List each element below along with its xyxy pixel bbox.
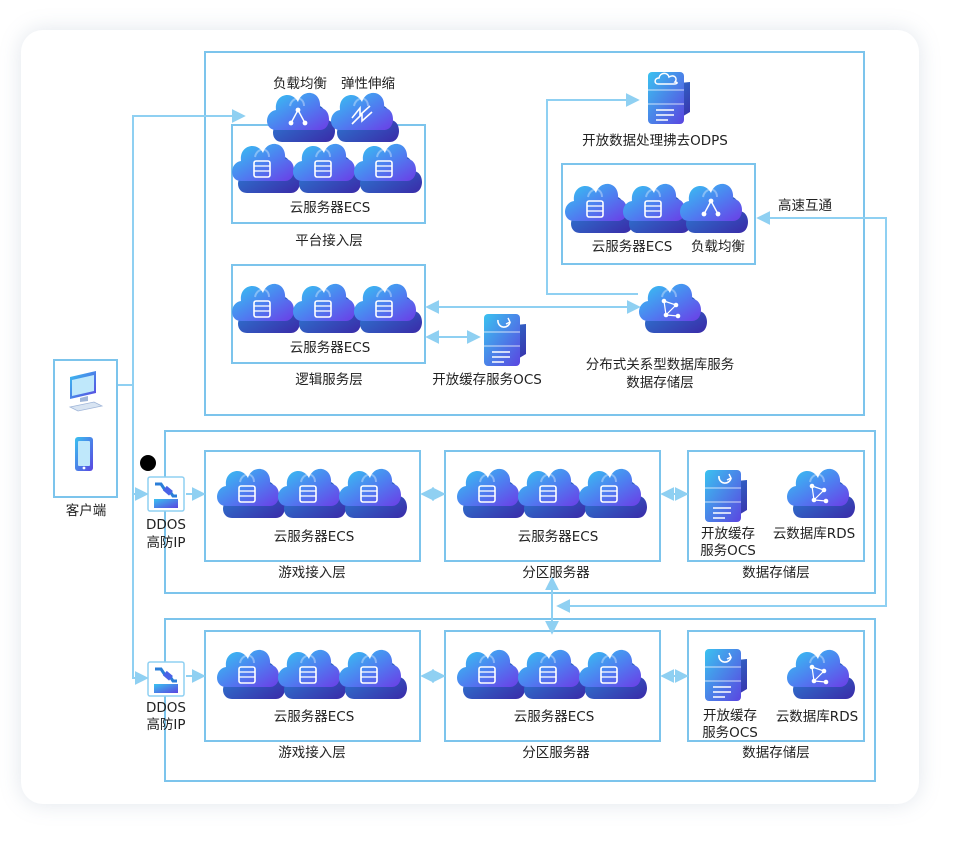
r1-ocs-line1: 开放缓存 — [701, 526, 755, 542]
ecs-cloud-icon — [457, 650, 525, 699]
ecs-cloud-icon — [217, 469, 285, 518]
ddos-shield-icon-1 — [146, 475, 186, 513]
ecs-cloud-icon — [232, 144, 300, 193]
r2-game-ecs-label: 云服务器ECS — [274, 709, 355, 725]
ecs-cloud-icon — [278, 469, 346, 518]
drds-label-line1: 分布式关系型数据库服务 — [586, 357, 735, 373]
r2-rds-label: 云数据库RDS — [776, 709, 858, 725]
rds-cloud-icon — [787, 469, 855, 518]
top-outer-box — [204, 51, 865, 416]
ecs-cloud-icon — [518, 469, 586, 518]
r2-ocs-line1: 开放缓存 — [703, 708, 757, 724]
ecs-cloud-icon — [339, 469, 407, 518]
load-balancer-cloud-icon — [680, 184, 748, 233]
region1-outer-box — [164, 430, 876, 594]
ddos2-line1: DDOS — [146, 700, 186, 716]
client-to-platform-line — [118, 109, 246, 386]
ecs-cloud-icon — [565, 184, 633, 233]
region2-storage-box — [687, 630, 865, 742]
ddos1-line2: 高防IP — [146, 534, 185, 551]
logic-ecs-box — [231, 264, 426, 364]
ecs-cloud-icon — [217, 650, 285, 699]
r2-game-layer-label: 游戏接入层 — [278, 744, 346, 761]
ecs-cloud-icon — [293, 284, 361, 333]
r2-storage-layer-label: 数据存储层 — [742, 745, 810, 761]
ocs-server-icon — [705, 470, 747, 522]
r2-zone-layer-label: 分区服务器 — [522, 745, 590, 761]
r1-game-ecs-label: 云服务器ECS — [274, 529, 355, 545]
ecs-cloud-icon — [518, 650, 586, 699]
r1-zone-layer-label: 分区服务器 — [522, 565, 590, 581]
rds-cloud-icon — [787, 650, 855, 699]
ocs-server-icon — [705, 649, 747, 701]
high-speed-line — [556, 211, 887, 613]
drds-cloud-icon — [639, 284, 707, 333]
r2-zone-ecs-label: 云服务器ECS — [514, 709, 595, 725]
r1-game-layer-label: 游戏接入层 — [278, 564, 346, 581]
platform-ecs-label: 云服务器ECS — [290, 200, 371, 216]
r2-ocs-line2: 服务OCS — [702, 725, 758, 741]
ocs-server-icon — [484, 314, 526, 366]
ecs-cloud-icon — [232, 284, 300, 333]
drds-label-line2: 数据存储层 — [626, 375, 694, 391]
odps-group-lb-label: 负载均衡 — [691, 239, 745, 255]
ddos2-line2: 高防IP — [146, 716, 185, 733]
region2-game-box — [204, 630, 421, 742]
ecs-cloud-icon — [354, 144, 422, 193]
ecs-cloud-icon — [354, 284, 422, 333]
junction-dot — [140, 455, 156, 471]
odps-server-icon — [648, 72, 690, 124]
odps-label: 开放数据处理拂去ODPS — [582, 133, 728, 149]
high-speed-label: 高速互通 — [778, 197, 832, 214]
ecs-cloud-icon — [579, 650, 647, 699]
ddos-shield-icon-2 — [146, 660, 186, 698]
auto-scaling-cloud-icon — [331, 93, 399, 142]
platform-layer-label: 平台接入层 — [295, 232, 363, 249]
load-balancer-cloud-icon — [267, 93, 335, 142]
ecs-cloud-icon — [339, 650, 407, 699]
client-box — [53, 359, 118, 498]
region1-game-box — [204, 450, 421, 562]
region2-outer-box — [164, 618, 876, 782]
monitor-icon — [68, 371, 104, 412]
ecs-cloud-icon — [579, 469, 647, 518]
ecs-cloud-icon — [278, 650, 346, 699]
ecs-cloud-icon — [293, 144, 361, 193]
client-trunk-line — [132, 385, 149, 685]
ecs-cloud-icon — [457, 469, 525, 518]
r1-zone-ecs-label: 云服务器ECS — [518, 529, 599, 545]
client-label: 客户端 — [66, 502, 107, 519]
r1-ocs-line2: 服务OCS — [700, 543, 756, 559]
ocs-top-label: 开放缓存服务OCS — [432, 372, 542, 388]
r1-rds-label: 云数据库RDS — [773, 526, 855, 542]
r1-storage-layer-label: 数据存储层 — [742, 565, 810, 581]
odps-group-ecs-label: 云服务器ECS — [592, 239, 673, 255]
logic-ecs-label: 云服务器ECS — [290, 340, 371, 356]
platform-scale-label: 弹性伸缩 — [341, 76, 395, 92]
platform-lb-label: 负载均衡 — [273, 76, 327, 92]
logic-layer-label: 逻辑服务层 — [295, 372, 363, 388]
ddos1-line1: DDOS — [146, 517, 186, 533]
tablet-icon — [75, 437, 93, 471]
